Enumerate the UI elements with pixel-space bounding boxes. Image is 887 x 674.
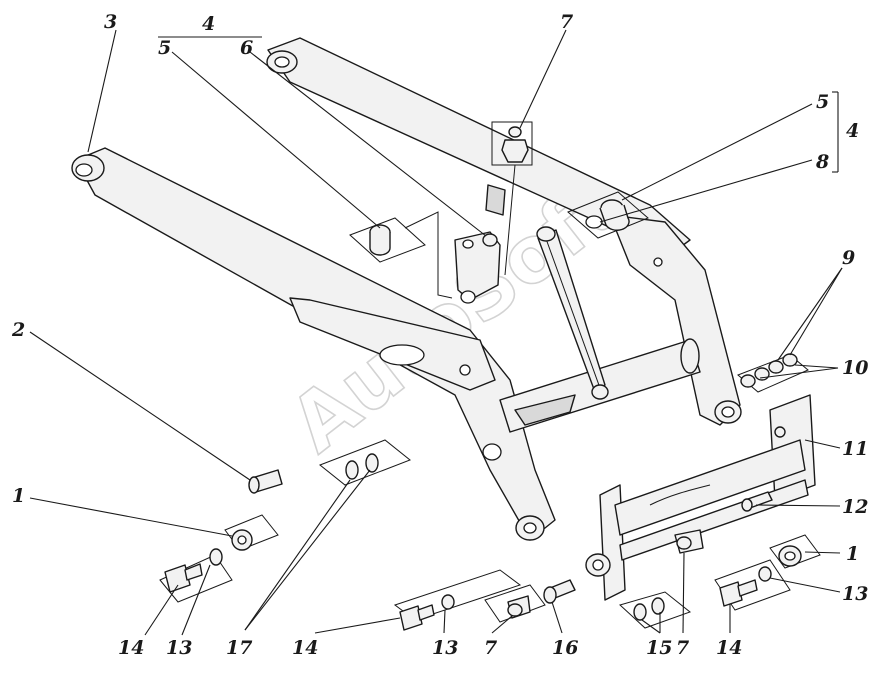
quick-attach-frame bbox=[585, 394, 816, 601]
leader-lines bbox=[29, 29, 843, 636]
grease-fitting-bottom bbox=[484, 584, 546, 623]
callout-14-mid: 14 bbox=[292, 637, 318, 659]
callout-5-top: 5 bbox=[158, 37, 171, 59]
rear-upright-bracket bbox=[609, 214, 742, 426]
callout-17: 17 bbox=[226, 637, 252, 659]
callout-10: 10 bbox=[842, 357, 868, 379]
callout-1-right: 1 bbox=[846, 543, 859, 565]
front-boom-arm bbox=[71, 147, 556, 541]
callout-11: 11 bbox=[842, 438, 868, 460]
callout-12: 12 bbox=[842, 496, 868, 518]
callout-14-left: 14 bbox=[118, 637, 144, 659]
callout-7-bottom-left: 7 bbox=[484, 637, 497, 659]
bolt-group-right bbox=[714, 559, 791, 611]
callout-15: 15 bbox=[646, 637, 672, 659]
pin-12 bbox=[741, 491, 773, 512]
callout-13-right: 13 bbox=[842, 583, 868, 605]
grease-fitting-mid bbox=[674, 529, 704, 554]
callout-3: 3 bbox=[104, 11, 117, 33]
callout-5-right: 5 bbox=[816, 91, 829, 113]
pin-2 bbox=[248, 469, 283, 494]
grease-fitting-top bbox=[491, 121, 533, 276]
callout-6: 6 bbox=[240, 37, 253, 59]
callout-16: 16 bbox=[552, 637, 578, 659]
callout-7-top: 7 bbox=[560, 11, 573, 33]
washer-right bbox=[769, 534, 821, 569]
callout-2: 2 bbox=[11, 319, 25, 341]
washer-left bbox=[224, 514, 279, 551]
rings-15 bbox=[619, 591, 692, 629]
callout-9: 9 bbox=[842, 247, 855, 269]
callout-4-right: 4 bbox=[846, 120, 859, 142]
bolt-group-left bbox=[159, 548, 233, 603]
callout-4-top: 4 bbox=[202, 13, 215, 35]
callout-13-left: 13 bbox=[166, 637, 192, 659]
callout-1-left: 1 bbox=[12, 485, 25, 507]
callout-7-bottom-right: 7 bbox=[676, 637, 689, 659]
rings-17 bbox=[319, 439, 411, 486]
callout-14-right: 14 bbox=[716, 637, 742, 659]
pin-16-group bbox=[393, 569, 576, 631]
hydraulic-cylinder bbox=[514, 226, 609, 426]
washer-set bbox=[737, 353, 809, 393]
pivot-bracket bbox=[454, 231, 501, 304]
callout-8: 8 bbox=[815, 151, 829, 173]
bushing-inset-left bbox=[349, 211, 453, 299]
callout-labels: 3 4 5 6 7 5 4 8 9 10 11 12 1 13 2 1 14 1… bbox=[11, 11, 868, 659]
callout-13-mid: 13 bbox=[432, 637, 458, 659]
